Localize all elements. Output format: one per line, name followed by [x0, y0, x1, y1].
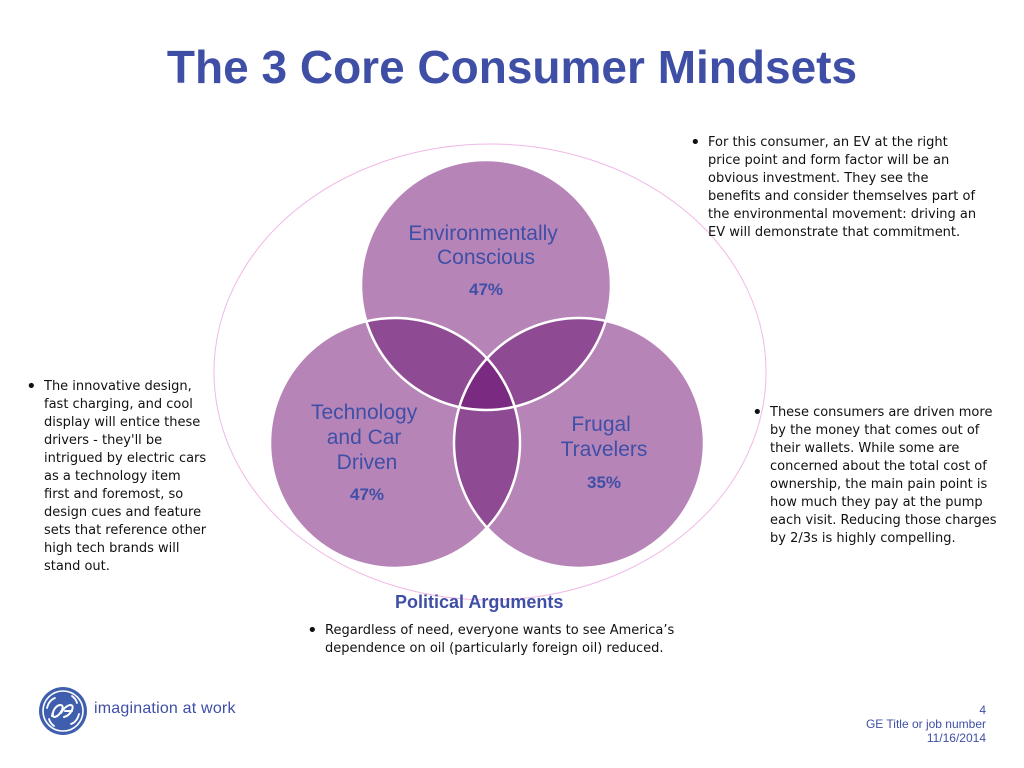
bullet-frugal-text: These consumers are driven more by the m… [770, 405, 997, 546]
bullet-dot: • [26, 376, 37, 397]
footer-date: 11/16/2014 [926, 731, 986, 745]
bullet-environmental: • For this consumer, an EV at the right … [690, 134, 980, 242]
bullet-dot: • [307, 620, 318, 641]
page-number: 4 [979, 703, 986, 717]
bullet-environmental-text: For this consumer, an EV at the right pr… [708, 135, 977, 240]
bullet-frugal: • These consumers are driven more by the… [752, 404, 1002, 548]
label-technology-and-car-driven: Technology and Car Driven [311, 401, 423, 474]
bullet-political-text: Regardless of need, everyone wants to se… [325, 623, 675, 656]
label-environmentally-conscious: Environmentally Conscious [408, 222, 563, 269]
circle-outline-frugal [452, 316, 706, 570]
circle-outline-environmental [359, 158, 613, 412]
percent-environmentally-conscious: 47% [469, 280, 503, 299]
bullet-political: • Regardless of need, everyone wants to … [307, 622, 687, 658]
bullet-technology-text: The innovative design, fast charging, an… [44, 379, 207, 574]
bullet-dot: • [752, 402, 763, 423]
overlap-environmental-technology [361, 318, 520, 410]
page-title: The 3 Core Consumer Mindsets [166, 41, 858, 93]
circle-outline-technology [268, 316, 522, 570]
bullet-technology: • The innovative design, fast charging, … [26, 378, 208, 576]
ge-logo-icon [39, 687, 87, 735]
footer: 4 GE Title or job number 11/16/2014 [866, 703, 986, 745]
label-frugal-travelers: Frugal Travelers [561, 413, 648, 461]
tagline: imagination at work [94, 700, 236, 717]
political-arguments-heading: Political Arguments [395, 592, 564, 612]
percent-technology-and-car-driven: 47% [350, 485, 384, 504]
job-title: GE Title or job number [865, 717, 986, 731]
percent-frugal-travelers: 35% [587, 473, 621, 492]
outer-ring [213, 143, 767, 601]
bullet-dot: • [690, 132, 701, 153]
overlap-environmental-frugal [454, 318, 611, 410]
